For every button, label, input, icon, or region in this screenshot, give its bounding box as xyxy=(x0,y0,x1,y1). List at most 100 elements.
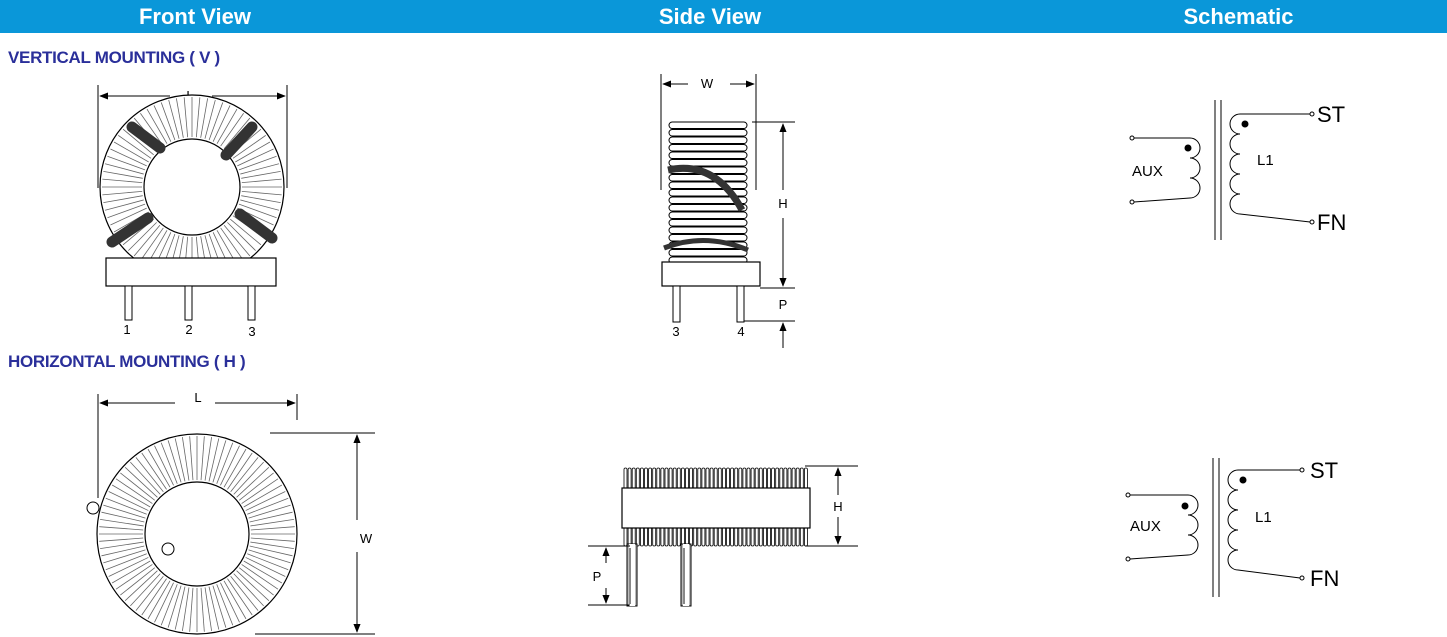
winding-turn xyxy=(167,440,182,483)
winding-turn xyxy=(771,525,775,547)
winding-turn xyxy=(243,560,283,584)
winding-turn xyxy=(726,467,730,491)
winding-turn xyxy=(709,525,714,547)
winding-turn xyxy=(238,472,274,501)
winding-turn xyxy=(668,226,748,234)
winding-turn xyxy=(656,467,661,491)
winding-turn xyxy=(220,227,244,261)
winding-turn xyxy=(230,457,259,493)
winding-turn xyxy=(750,525,755,547)
winding-turn xyxy=(160,102,176,141)
winding-turn xyxy=(223,225,251,257)
winding-turn xyxy=(689,467,693,491)
winding-turn xyxy=(101,545,145,557)
winding-turn xyxy=(730,525,734,547)
winding-turn xyxy=(124,570,158,601)
winding-turn xyxy=(147,580,171,620)
winding-turn xyxy=(227,222,256,251)
winding-turn xyxy=(668,249,748,257)
winding-turn xyxy=(104,163,144,175)
winding-turn xyxy=(754,525,759,547)
winding-turn xyxy=(627,467,632,491)
winding-turn xyxy=(223,117,251,149)
winding-turn xyxy=(238,203,277,219)
vertical-side-view: W 3 4 H P xyxy=(660,74,795,348)
vertical-st-label: ST xyxy=(1317,102,1345,127)
horizontal-mounting-title: HORIZONTAL MOUNTING ( H ) xyxy=(8,352,246,371)
winding-turn xyxy=(133,225,161,257)
winding-turn xyxy=(212,440,227,483)
winding-turn xyxy=(248,504,291,519)
winding-turn xyxy=(100,518,144,527)
pin-label-2: 2 xyxy=(185,322,192,337)
vertical-dark-winding xyxy=(126,121,166,154)
winding-turn xyxy=(652,525,657,547)
winding-turn xyxy=(233,461,264,495)
winding-turn xyxy=(200,436,205,481)
winding-turn xyxy=(124,467,158,498)
horizontal-side-height-label: H xyxy=(833,499,842,514)
winding-turn xyxy=(623,525,628,547)
winding-turn xyxy=(668,211,748,219)
winding-turn xyxy=(241,564,279,590)
winding-turn xyxy=(775,467,780,491)
winding-turn xyxy=(717,467,722,491)
winding-turn xyxy=(635,525,640,547)
winding-turn xyxy=(250,537,295,542)
winding-turn xyxy=(108,557,149,577)
winding-turn xyxy=(631,525,636,547)
winding-turn xyxy=(685,467,689,491)
winding-turn xyxy=(181,587,190,631)
winding-turn xyxy=(247,553,289,571)
winding-turn xyxy=(652,467,657,491)
winding-turn xyxy=(108,491,149,511)
winding-turn xyxy=(243,484,283,508)
winding-turn xyxy=(245,491,286,511)
winding-turn xyxy=(167,585,182,628)
winding-turn xyxy=(236,570,270,601)
winding-turn xyxy=(130,573,161,607)
winding-turn xyxy=(799,525,804,547)
winding-turn xyxy=(705,525,710,547)
winding-turn xyxy=(204,437,213,481)
winding-turn xyxy=(791,525,796,547)
winding-turn xyxy=(754,467,759,491)
vertical-side-lead xyxy=(667,164,746,212)
winding-turn xyxy=(758,525,763,547)
winding-turn xyxy=(204,99,216,139)
winding-turn xyxy=(672,525,677,547)
pin xyxy=(736,285,745,323)
winding-turn xyxy=(697,467,702,491)
horizontal-side-pin-label: P xyxy=(593,569,602,584)
horizontal-schematic xyxy=(1125,458,1305,597)
header-bar: Front View Side View Schematic xyxy=(0,0,1447,33)
winding-turn xyxy=(160,442,178,484)
winding-turn xyxy=(668,525,673,547)
winding-turn xyxy=(623,467,628,491)
winding-turn xyxy=(644,525,648,547)
horizontal-side-core xyxy=(621,487,811,529)
winding-turn xyxy=(783,467,788,491)
winding-turn xyxy=(685,525,689,547)
winding-turn xyxy=(689,525,693,547)
winding-turn xyxy=(795,467,800,491)
winding-turn xyxy=(107,155,146,171)
winding-turn xyxy=(664,525,669,547)
winding-turn xyxy=(110,207,147,226)
vertical-dark-winding xyxy=(220,121,258,161)
winding-turn xyxy=(141,452,167,490)
vertical-mounting-title: VERTICAL MOUNTING ( V ) xyxy=(8,48,220,67)
winding-turn xyxy=(111,560,151,584)
winding-turn xyxy=(110,148,147,167)
winding-turn xyxy=(799,467,804,491)
winding-turn xyxy=(208,438,220,482)
winding-turn xyxy=(717,525,722,547)
winding-turn xyxy=(237,148,274,167)
winding-turn xyxy=(249,545,293,557)
winding-turn xyxy=(767,467,771,491)
winding-turn xyxy=(250,518,294,527)
winding-turn xyxy=(722,467,726,491)
winding-turn xyxy=(738,525,743,547)
winding-turn xyxy=(787,525,792,547)
